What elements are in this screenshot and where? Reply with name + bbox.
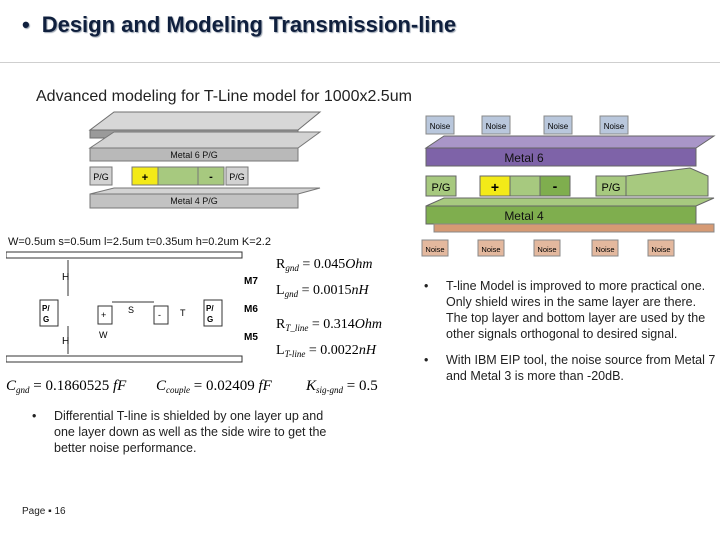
bullet-dot: •: [424, 353, 429, 367]
signal-bar: [157, 166, 199, 186]
slide-title: • Design and Modeling Transmission-line: [22, 12, 456, 38]
m7-plane: [6, 251, 243, 259]
metal6-purple-top: [424, 135, 716, 149]
minus-label: -: [209, 171, 213, 183]
right-bullet-1: • T-line Model is improved to more practi…: [420, 278, 720, 342]
page-number: Page ▪ 16: [22, 506, 66, 517]
metal6-front: [89, 147, 299, 162]
r-pg-left: [425, 175, 457, 197]
s-label: S: [128, 305, 134, 315]
noise-bottom-4: Noise: [595, 245, 614, 254]
noise-top-3: Noise: [548, 122, 569, 131]
metal6-label: Metal 6 P/G: [170, 150, 218, 160]
r-minus-label: -: [553, 178, 558, 194]
left-bullet-1: • Differential T-line is shielded by one …: [28, 408, 338, 456]
noise-bottom-5: Noise: [651, 245, 670, 254]
eq-rgnd: Rgnd = 0.045Ohm: [276, 257, 372, 273]
right-bullet-2: • With IBM EIP tool, the noise source fro…: [420, 352, 720, 384]
eq-cgnd: Cgnd = 0.1860525 fF: [6, 378, 127, 395]
bullet-dot: •: [32, 409, 37, 423]
noise-top-2: Noise: [486, 122, 507, 131]
pg-left-block: [89, 166, 113, 186]
w-label: W: [99, 330, 108, 340]
metal4-green-front: [425, 205, 697, 225]
metal4-label: Metal 4 P/G: [170, 196, 218, 206]
capacitance-equations: Cgnd = 0.1860525 fF Ccouple = 0.02409 fF…: [6, 378, 378, 395]
title-rule: [0, 62, 720, 63]
title-text: Design and Modeling Transmission-line: [41, 12, 457, 37]
r-signal-mid: [509, 175, 541, 197]
metal4-green-top: [425, 197, 715, 207]
noise-bottom-2: Noise: [481, 245, 500, 254]
h-top-label: H: [62, 272, 69, 283]
noise-bottom-1: Noise: [425, 245, 444, 254]
noise-bottom-row: Noise Noise Noise Noise Noise: [421, 239, 675, 257]
m7-label: M7: [244, 276, 258, 287]
noise-bottom-3: Noise: [537, 245, 556, 254]
pg-right-block: [225, 166, 249, 186]
m5-label: M5: [244, 332, 258, 343]
right-bullet-list: • T-line Model is improved to more practi…: [420, 278, 720, 394]
h-bottom-label: H: [62, 336, 69, 347]
pg-left-cs-label2: G: [43, 315, 49, 324]
r-pg-right-label: P/G: [602, 182, 621, 194]
minus-conductor: [153, 305, 169, 325]
dimension-caption: W=0.5um s=0.5um l=2.5um t=0.35um h=0.2um…: [8, 236, 271, 248]
right-layer-stack: Noise Noise Noise Noise Metal 6 P/G + - …: [421, 115, 716, 257]
title-bullet: •: [22, 12, 30, 37]
plus-conductor: [97, 305, 113, 325]
noise-top-4: Noise: [604, 122, 625, 131]
pg-right-cs-label: P/: [206, 304, 214, 313]
pg-left-cs-label: P/: [42, 304, 50, 313]
pg-right-label: P/G: [229, 172, 245, 182]
metal6-purple-label: Metal 6: [504, 151, 544, 165]
left-layer-stack: Metal 6 P/G P/G + - P/G Metal 4 P/G: [88, 111, 322, 209]
cs-plus-label: +: [101, 310, 106, 320]
left-bullet-list: • Differential T-line is shielded by one …: [28, 408, 338, 466]
eq-lgnd: Lgnd = 0.0015nH: [276, 283, 369, 299]
top-slab: [88, 111, 322, 131]
bullet-dot: •: [424, 279, 429, 293]
noise-top-1: Noise: [430, 122, 451, 131]
cross-section-diagram: H H P/ G + - S T W P/ G M7 M6 M5: [6, 251, 258, 363]
eq-ksig: Ksig-gnd = 0.5: [305, 378, 378, 395]
metal4-green-label: Metal 4: [504, 209, 544, 223]
r-pg-left-label: P/G: [432, 182, 451, 194]
metal4-front: [89, 193, 299, 209]
metal6-slab: [88, 131, 322, 149]
eq-ccouple: Ccouple = 0.02409 fF: [156, 378, 273, 395]
minus-wire: [197, 166, 225, 186]
eq-ltline: LT-line = 0.0022nH: [276, 343, 377, 359]
pg-right-cs-label2: G: [207, 315, 213, 324]
metal4-slab: [89, 187, 321, 195]
t-label: T: [180, 308, 186, 318]
r-minus-wire: [539, 175, 571, 197]
left-bullet-1-text: Differential T-line is shielded by one l…: [54, 409, 327, 455]
subtitle: Advanced modeling for T-Line model for 1…: [36, 88, 412, 105]
m5-plane: [6, 355, 243, 363]
eq-rtline: RT_line = 0.314Ohm: [276, 317, 382, 333]
cs-minus-label: -: [158, 310, 161, 320]
r-signal-ext: [625, 167, 709, 197]
plus-label: +: [142, 172, 148, 184]
r-plus-label: +: [491, 179, 499, 195]
rlc-equations: Rgnd = 0.045Ohm Lgnd = 0.0015nH RT_line …: [276, 257, 382, 359]
m6-label: M6: [244, 304, 258, 315]
right-bullet-2-text: With IBM EIP tool, the noise source from…: [446, 353, 716, 383]
right-bullet-1-text: T-line Model is improved to more practic…: [446, 279, 706, 341]
noise-top-row: Noise Noise Noise Noise: [425, 115, 629, 135]
pg-left-conductor: [39, 299, 59, 327]
pg-left-label: P/G: [93, 172, 109, 182]
brown-noise-layer: [433, 223, 715, 233]
metal6-purple-front: [425, 147, 697, 167]
pg-right-conductor: [203, 299, 223, 327]
